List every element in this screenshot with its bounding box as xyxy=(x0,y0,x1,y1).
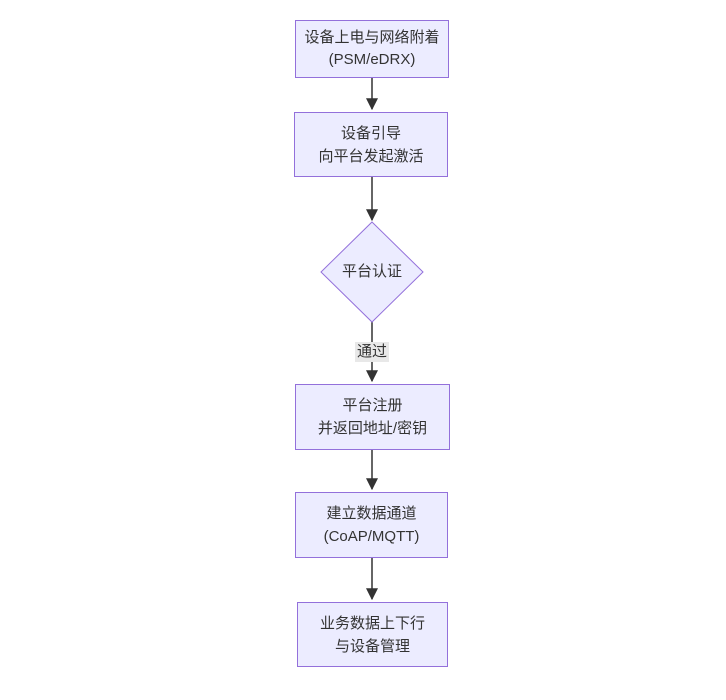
node-platform-register: 平台注册 并返回地址/密钥 xyxy=(295,384,450,450)
node-business-data: 业务数据上下行 与设备管理 xyxy=(297,602,448,667)
node-label: (CoAP/MQTT) xyxy=(323,528,420,545)
decision-platform-auth: 平台认证 xyxy=(341,263,402,280)
node-label: 与设备管理 xyxy=(334,637,410,655)
node-power-attach: 设备上电与网络附着 (PSM/eDRX) xyxy=(295,20,449,78)
node-label: 设备上电与网络附着 xyxy=(304,29,440,46)
node-label: 业务数据上下行 xyxy=(319,614,425,632)
node-data-channel: 建立数据通道 (CoAP/MQTT) xyxy=(295,492,448,558)
node-label: (PSM/eDRX) xyxy=(328,51,416,68)
decision-diamond-shape xyxy=(320,221,424,323)
node-label: 向平台发起激活 xyxy=(318,147,424,165)
node-label: 平台注册 xyxy=(342,397,403,414)
node-label: 建立数据通道 xyxy=(326,505,417,522)
edge-label-pass: 通过 xyxy=(354,342,390,362)
node-bootstrap: 设备引导 向平台发起激活 xyxy=(294,112,448,177)
node-label: 设备引导 xyxy=(340,124,401,142)
node-label: 并返回地址/密钥 xyxy=(317,420,428,437)
